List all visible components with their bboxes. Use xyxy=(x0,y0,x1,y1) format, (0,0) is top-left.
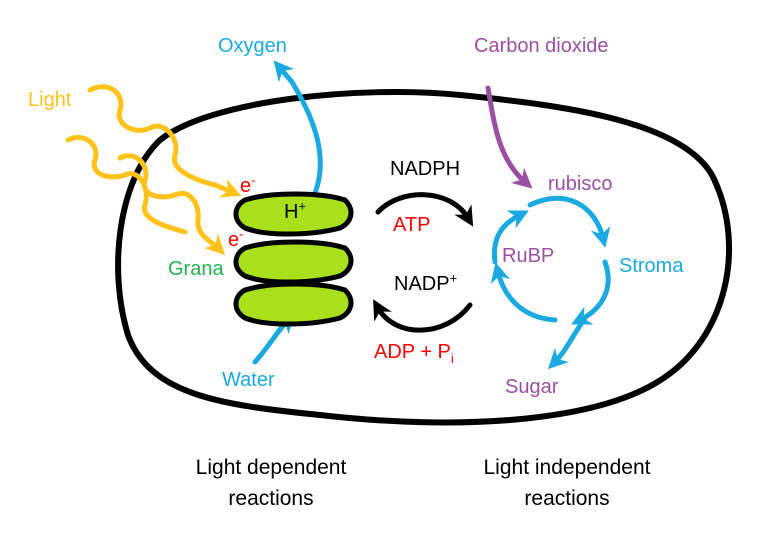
thylakoid-disc-1 xyxy=(233,191,354,237)
thylakoid-disc-2 xyxy=(233,239,354,285)
oxygen-label: Oxygen xyxy=(218,35,287,57)
electron-label-2: e- xyxy=(228,226,244,251)
light-dependent-caption: Light dependent reactions xyxy=(195,456,347,510)
cycle-arrow-bottom xyxy=(490,262,558,323)
light-rays xyxy=(65,84,242,256)
nadp-label: NADP+ xyxy=(394,270,458,295)
light-ray-2 xyxy=(65,135,188,235)
carbon-dioxide-label: Carbon dioxide xyxy=(474,35,609,57)
thylakoid-stack xyxy=(233,191,354,327)
electron-label-1: e- xyxy=(240,172,256,197)
grana-label: Grana xyxy=(168,258,224,280)
light-independent-caption: Light independent reactions xyxy=(483,456,651,510)
nadph-arrow xyxy=(375,192,474,227)
calvin-cycle xyxy=(490,195,611,370)
rubp-label: RuBP xyxy=(502,245,555,267)
water-label: Water xyxy=(222,369,275,391)
cycle-arrow-top xyxy=(527,195,611,248)
light-ray-1 xyxy=(87,84,242,198)
thylakoid-disc-3 xyxy=(233,281,354,327)
rubisco-label: rubisco xyxy=(548,173,613,195)
proton-label: H+ xyxy=(284,198,307,223)
sugar-label: Sugar xyxy=(505,376,559,398)
adp-label: ADP + Pi xyxy=(374,341,454,366)
oxygen-arrow xyxy=(273,60,323,201)
light-ray-3 xyxy=(117,153,226,256)
sugar-arrow xyxy=(547,315,588,370)
carbon-dioxide-arrow xyxy=(485,85,533,189)
atp-label: ATP xyxy=(393,214,431,236)
cycle-arrow-right xyxy=(571,259,611,325)
cycle-arrow-left xyxy=(491,210,529,265)
chloroplast-outline xyxy=(115,89,732,426)
light-label: Light xyxy=(28,89,72,111)
nadph-label: NADPH xyxy=(390,158,461,180)
stroma-label: Stroma xyxy=(619,255,684,277)
nadp-arrow xyxy=(373,299,473,333)
